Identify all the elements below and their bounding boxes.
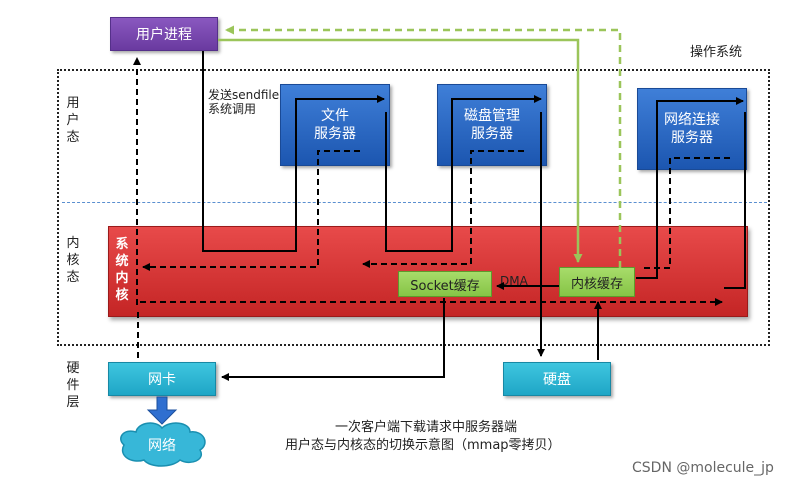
- kernel-mode-label: 内 核 态: [66, 236, 80, 285]
- network-cloud: [120, 422, 206, 467]
- mmap-arrow-back-to-process: [225, 25, 622, 268]
- file-to-disk-arrow: [385, 95, 542, 252]
- kernelbuffer-to-net-arrow: [636, 97, 744, 279]
- kernel-buffer-box: 内核缓存: [559, 267, 635, 297]
- user-mode-label: 用 户 态: [66, 96, 80, 145]
- nic-to-network-arrow: [146, 396, 178, 425]
- socket-buffer-box: Socket缓存: [398, 271, 492, 297]
- caption-line1: 一次客户端下载请求中服务器端: [335, 420, 518, 435]
- syscall-label: 发送sendfile 系统调用: [208, 88, 280, 116]
- mode-separator: [62, 202, 767, 203]
- system-kernel-label: 系 统 内 核: [115, 237, 129, 303]
- disk-server-box: 磁盘管理 服务器: [437, 84, 547, 166]
- os-label: 操作系统: [690, 45, 743, 60]
- dma-label: DMA: [500, 274, 528, 288]
- solid-arrows: [202, 51, 746, 381]
- disk-box: 硬盘: [503, 362, 611, 396]
- net-to-kernel-arrow: [724, 112, 746, 289]
- mmap-arrow-to-kernel-buffer: [218, 38, 583, 263]
- syscall-arrow: [202, 51, 385, 252]
- mmap-arrows: [218, 25, 622, 268]
- socket-to-nic-arrow: [221, 298, 445, 381]
- watermark: CSDN @molecule_jp: [632, 460, 774, 476]
- caption-line2: 用户态与内核态的切换示意图（mmap零拷贝）: [285, 438, 561, 453]
- net-return-arrow: [640, 157, 730, 269]
- user-process-box: 用户进程: [110, 17, 218, 51]
- os-frame: [57, 69, 770, 346]
- network-label: 网络: [148, 438, 176, 454]
- file-return-arrow: [142, 150, 360, 271]
- hardware-label: 硬 件 层: [66, 361, 80, 410]
- nic-box: 网卡: [108, 362, 216, 396]
- disk-return-arrow: [362, 150, 524, 268]
- dashed-arrows: [133, 57, 730, 358]
- file-server-box: 文件 服务器: [280, 84, 390, 166]
